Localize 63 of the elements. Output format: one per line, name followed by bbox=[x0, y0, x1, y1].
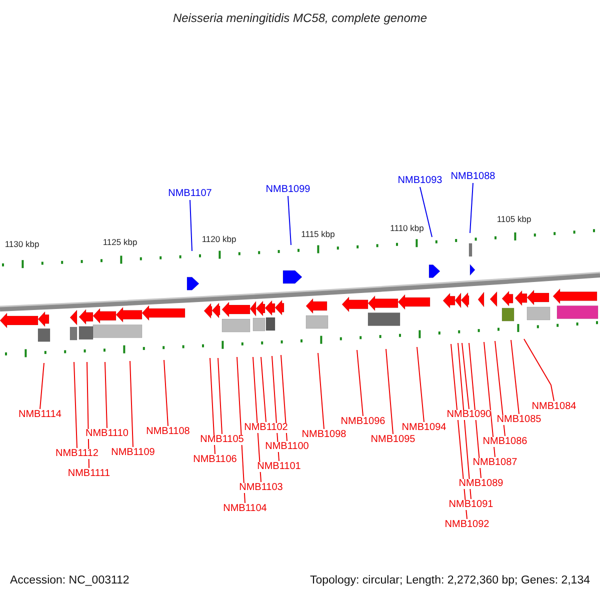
leader-line bbox=[470, 182, 474, 234]
gene-label: NMB1102 bbox=[244, 423, 288, 433]
gene-label: NMB1104 bbox=[223, 504, 267, 514]
leader-line bbox=[218, 358, 222, 434]
leader-line bbox=[260, 356, 266, 422]
gene-label: NMB1090 bbox=[446, 410, 492, 420]
leader-line bbox=[74, 362, 78, 448]
gene-label: NMB1099 bbox=[266, 185, 310, 195]
gene-label: NMB1088 bbox=[450, 172, 496, 182]
gene-label: NMB1089 bbox=[458, 479, 504, 489]
leader-line bbox=[416, 346, 424, 422]
leader-line bbox=[524, 338, 554, 402]
leader-line bbox=[356, 350, 364, 416]
gene-label: NMB1085 bbox=[496, 415, 542, 425]
scale-label: 1105 kbp bbox=[496, 214, 532, 224]
leader-line bbox=[386, 348, 394, 434]
gene-label: NMB1103 bbox=[239, 483, 283, 493]
leader-line bbox=[484, 342, 496, 458]
gene-label: NMB1092 bbox=[444, 520, 490, 530]
leader-line bbox=[280, 354, 288, 442]
scale-label: 1115 kbp bbox=[301, 230, 335, 238]
leader-line bbox=[462, 342, 470, 410]
gene-label: NMB1114 bbox=[18, 410, 62, 420]
leader-line bbox=[458, 342, 472, 500]
gene-label: NMB1112 bbox=[56, 449, 98, 459]
scale-label: 1125 kbp bbox=[102, 238, 138, 246]
gene-label: NMB1084 bbox=[532, 402, 576, 412]
gene-label: NMB1100 bbox=[265, 442, 309, 452]
leader-line bbox=[104, 362, 108, 428]
leader-line bbox=[420, 186, 432, 238]
scale-label: 1120 kbp bbox=[202, 234, 236, 244]
gene-label: NMB1096 bbox=[340, 417, 386, 427]
leader-line bbox=[164, 360, 168, 426]
gene-label: NMB1111 bbox=[68, 469, 110, 479]
gene-label: NMB1091 bbox=[448, 500, 494, 510]
scale-label: 1110 kbp bbox=[390, 224, 424, 232]
leader-line bbox=[318, 352, 324, 430]
gene-label: NMB1108 bbox=[146, 427, 190, 437]
gene-label: NMB1093 bbox=[398, 176, 442, 186]
gene-label: NMB1101 bbox=[257, 462, 301, 472]
gene-label: NMB1106 bbox=[193, 455, 237, 465]
gene-label: NMB1086 bbox=[482, 437, 528, 447]
leader-line bbox=[210, 358, 216, 454]
leader-line bbox=[236, 356, 246, 504]
genome-info-text: Topology: circular; Length: 2,272,360 bp; Genes: 2,134 bbox=[310, 575, 590, 587]
leader-line bbox=[130, 360, 134, 448]
accession-text: Accession: NC_003112 bbox=[10, 575, 130, 587]
gene-label: NMB1107 bbox=[168, 189, 212, 199]
gene-label: NMB1095 bbox=[370, 435, 416, 445]
leader-line bbox=[40, 362, 44, 410]
gene-label: NMB1109 bbox=[111, 448, 155, 458]
leader-line bbox=[190, 200, 192, 252]
gene-label: NMB1105 bbox=[200, 435, 244, 445]
gene-label: NMB1110 bbox=[86, 429, 128, 439]
gene-label: NMB1087 bbox=[472, 458, 518, 468]
leader-line bbox=[510, 340, 520, 414]
scale-label: 1130 kbp bbox=[4, 240, 40, 248]
leader-line bbox=[288, 196, 292, 246]
leader-line bbox=[468, 342, 482, 478]
gene-label: NMB1094 bbox=[402, 423, 446, 433]
leader-line bbox=[494, 340, 506, 436]
title: Neisseria meningitidis MC58, complete genome bbox=[172, 12, 428, 24]
gene-label: NMB1098 bbox=[302, 430, 346, 440]
